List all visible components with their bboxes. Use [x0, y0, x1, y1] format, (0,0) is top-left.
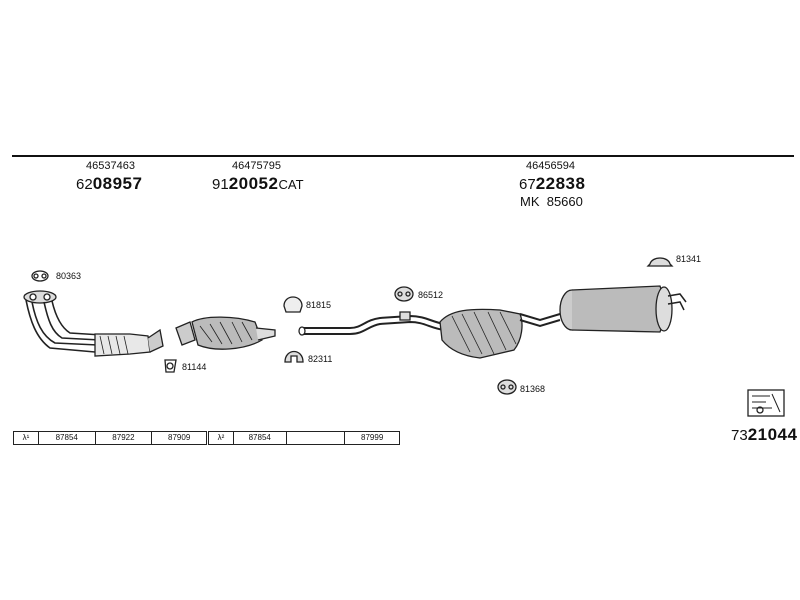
rear-silencer-icon	[559, 285, 687, 333]
callout-81144: 81144	[182, 362, 207, 372]
oem-number-3: 46456594	[526, 160, 575, 172]
part-number-2: 9120052CAT	[212, 174, 304, 194]
part-prefix-3: 67	[519, 176, 536, 193]
intermediate-pipe-icon	[298, 311, 445, 336]
lambda1-cell-3: 87909	[168, 433, 191, 442]
kit-symbol-icon	[747, 389, 785, 417]
callout-82311: 82311	[308, 354, 333, 364]
part-main-2: 20052	[228, 174, 279, 193]
lambda2-cell-2	[287, 432, 346, 444]
lambda-label-1: λ¹	[14, 432, 39, 444]
rubber-mount-icon-81368	[497, 379, 517, 395]
callout-86512: 86512	[418, 290, 444, 300]
gasket-icon-80363	[31, 270, 49, 282]
lambda-table-2: λ² 87854 87999	[208, 431, 400, 445]
lambda2-cell-3: 87999	[361, 433, 384, 442]
lambda-table-1: λ¹ 87854 87922 87909	[13, 431, 207, 445]
front-pipe-icon	[23, 290, 164, 357]
part-number-3: 6722838	[519, 174, 585, 194]
lambda-label-2: λ²	[209, 432, 234, 444]
clamp-icon-82311	[284, 350, 304, 363]
lambda2-cell-1: 87854	[234, 432, 287, 444]
part-main-1: 08957	[92, 174, 143, 193]
middle-silencer-icon	[439, 308, 561, 359]
callout-81341: 81341	[676, 254, 702, 264]
part-main-3: 22838	[535, 174, 586, 193]
lambda1-cell-2: 87922	[96, 432, 153, 444]
hanger-icon-81341	[646, 257, 674, 267]
part-suffix-2: CAT	[278, 177, 304, 192]
clamp-icon-81815	[283, 296, 303, 313]
rubber-mount-icon-86512	[394, 286, 414, 302]
gasket-icon-81144	[164, 359, 177, 373]
oem-number-1: 46537463	[86, 160, 135, 172]
mk-number: MK 85660	[520, 194, 583, 209]
kit-main: 21044	[747, 425, 798, 444]
part-prefix-1: 62	[76, 176, 93, 193]
callout-80363: 80363	[56, 271, 82, 281]
lambda1-cell-1: 87854	[39, 432, 96, 444]
catalytic-converter-icon	[175, 316, 276, 350]
callout-81815: 81815	[306, 300, 332, 310]
kit-prefix: 73	[731, 427, 748, 444]
part-number-1: 6208957	[76, 174, 142, 194]
callout-81368: 81368	[520, 384, 546, 394]
part-prefix-2: 91	[212, 176, 229, 193]
oem-number-2: 46475795	[232, 160, 281, 172]
kit-number: 7321044	[731, 425, 797, 445]
top-rule	[12, 155, 794, 157]
